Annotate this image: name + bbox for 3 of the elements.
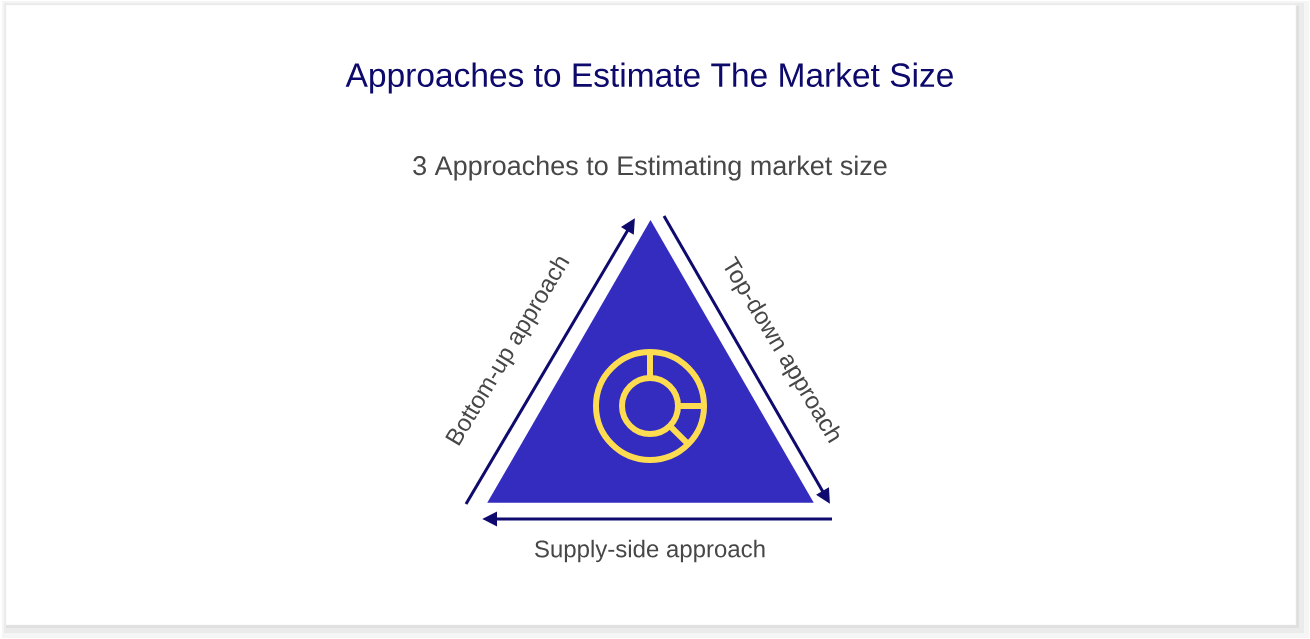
subtitle: 3 Approaches to Estimating market size: [413, 155, 887, 181]
arrow-label: Supply-side approach: [535, 539, 765, 563]
title: Approaches to Estimate The Market Size: [345, 62, 953, 94]
